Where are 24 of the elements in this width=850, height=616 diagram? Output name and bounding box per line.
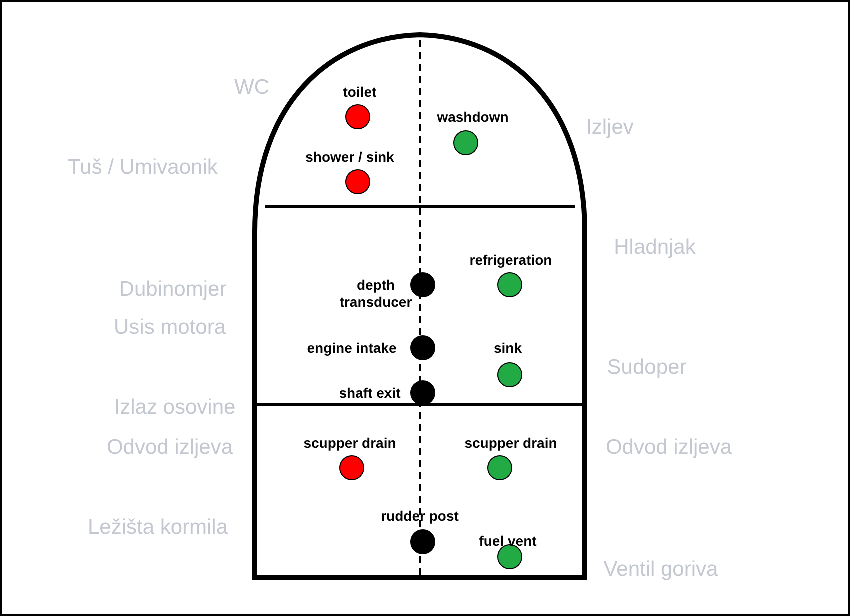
translation-label: Odvod izljeva	[106, 436, 234, 460]
translation-label: Usis motora	[114, 316, 226, 340]
fitting-label: engine intake	[307, 340, 397, 356]
translation-label: Ležišta kormila	[88, 516, 228, 540]
translation-label: Ventil goriva	[604, 558, 718, 582]
fitting-label: scupper drain	[304, 435, 396, 451]
translation-label: Izljev	[586, 116, 634, 140]
fitting-label: sink	[494, 340, 522, 356]
fitting-label: depth transducer	[338, 277, 414, 311]
fitting-label: shower / sink	[306, 149, 394, 165]
translation-label: Tuš / Umivaonik	[68, 156, 218, 180]
translation-label: Hladnjak	[614, 236, 696, 260]
fitting-label: washdown	[437, 109, 509, 125]
fitting-label: toilet	[343, 84, 377, 100]
translation-label: Dubinomjer	[119, 278, 227, 302]
fitting-label: refrigeration	[470, 252, 552, 268]
fitting-label: rudder post	[381, 508, 459, 524]
translation-label: Odvod izljeva	[606, 436, 732, 460]
translation-label: Izlaz osovine	[114, 396, 236, 420]
translation-label: WC	[234, 76, 270, 100]
fitting-label: scupper drain	[464, 435, 558, 451]
translation-label: Sudoper	[607, 356, 687, 380]
fitting-label: shaft exit	[339, 385, 401, 401]
fitting-label: fuel vent	[479, 533, 537, 549]
